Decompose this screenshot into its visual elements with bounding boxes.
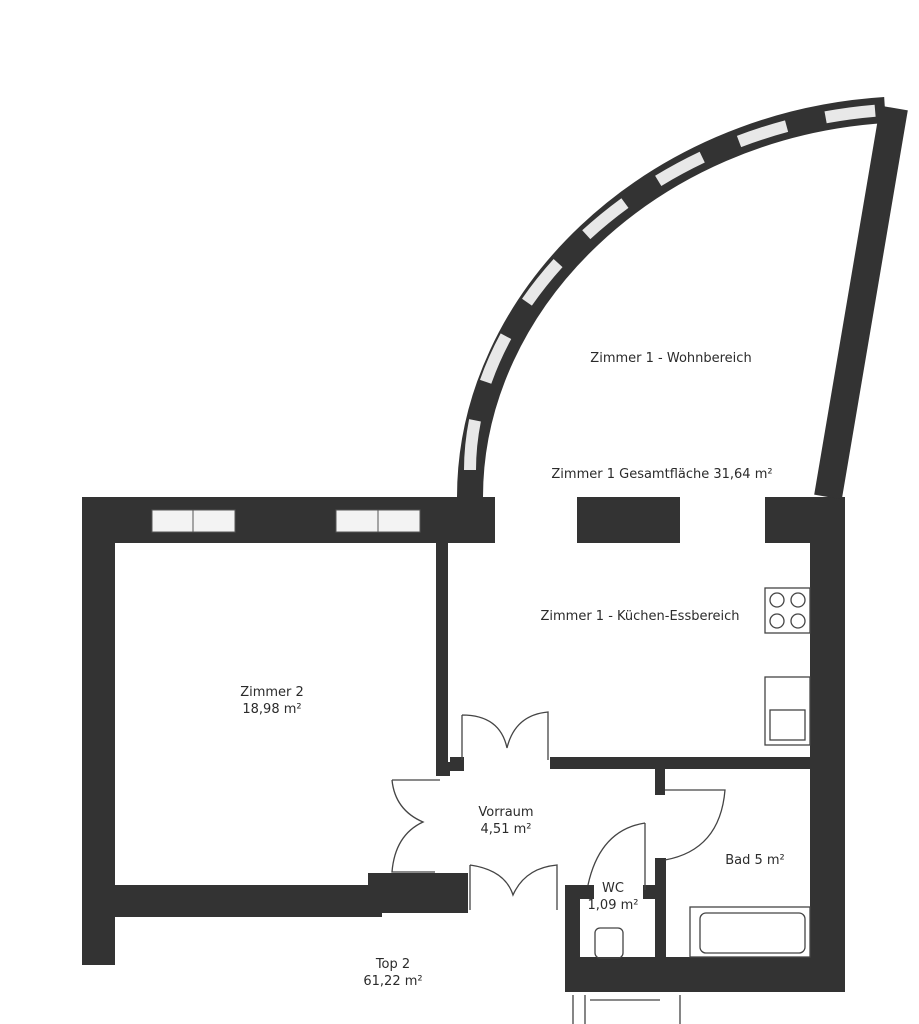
wall-vorraum-left-stub [436, 762, 450, 776]
lower-entry [572, 995, 681, 1024]
curved-windows [464, 104, 886, 471]
wall-bottom-step [368, 873, 468, 913]
toilet [594, 927, 624, 959]
wc-area: 1,09 m² [587, 898, 639, 913]
top-area: 61,22 m² [363, 974, 423, 989]
wall-top-left [82, 497, 495, 543]
door-zimmer2 [391, 779, 440, 873]
door-bad [664, 789, 726, 861]
vorraum-name: Vorraum [478, 805, 534, 820]
pillar [577, 497, 680, 543]
wall-zimmer2-kitchen [436, 543, 448, 771]
vorraum-area: 4,51 m² [480, 822, 532, 837]
window-2 [335, 509, 421, 533]
label-bad: Bad 5 m² [725, 853, 785, 868]
label-vorraum: Vorraum 4,51 m² [478, 804, 533, 838]
label-kueche: Zimmer 1 - Küchen-Essbereich [540, 609, 740, 624]
wall-vorraum-top-stub [450, 757, 464, 771]
wall-wc-bad [655, 858, 666, 958]
door-entrance [469, 864, 558, 910]
wall-right [810, 497, 845, 967]
zimmer2-name: Zimmer 2 [240, 685, 304, 700]
label-top: Top 2 61,22 m² [363, 956, 422, 990]
wall-kitchen-bottom [550, 757, 812, 769]
door-kitchen [461, 711, 549, 760]
wc-name: WC [602, 881, 624, 896]
label-zimmer2: Zimmer 2 18,98 m² [240, 684, 304, 718]
wall-bottom-bath [565, 957, 845, 992]
wall-bottom-zimmer2 [82, 885, 382, 917]
wall-wc-stub2 [643, 885, 657, 899]
kitchen-sink [764, 676, 811, 746]
window-1 [151, 509, 236, 533]
label-zimmer1-total: Zimmer 1 Gesamtfläche 31,64 m² [551, 467, 773, 482]
top-name: Top 2 [375, 957, 411, 972]
door-wc [587, 822, 646, 890]
label-wc: WC 1,09 m² [588, 880, 639, 914]
stove [764, 587, 811, 634]
wall-wc-stub [580, 885, 594, 899]
bathtub [689, 906, 811, 958]
wall-bad-top [655, 765, 665, 795]
label-wohnbereich: Zimmer 1 - Wohnbereich [590, 351, 752, 366]
zimmer2-area: 18,98 m² [242, 702, 302, 717]
wall-diagonal [814, 105, 908, 500]
